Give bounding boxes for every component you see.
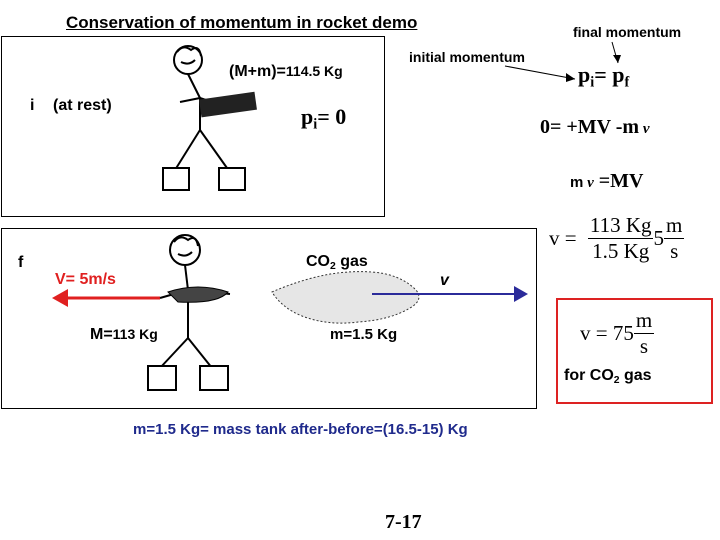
momentum-balance: 0= +MV -m v <box>540 116 650 138</box>
rocket-velocity-arrowhead <box>52 289 68 307</box>
state-f-label: f <box>18 254 24 271</box>
velocity-equation: v = 113 Kg 1.5 Kg 5 m s <box>549 213 685 263</box>
page-number: 7-17 <box>385 511 422 533</box>
mv-equals-MV: m v =MV <box>570 170 644 192</box>
final-momentum-label: final momentum <box>573 24 682 40</box>
gas-velocity-arrowhead <box>514 286 528 302</box>
co2-gas-label: CO2 gas <box>306 253 368 273</box>
co2-cloud <box>271 271 420 324</box>
final-state-graphics <box>52 234 528 391</box>
at-rest-label: (at rest) <box>53 97 112 114</box>
for-co2-gas-label: for CO2 gas <box>564 367 652 387</box>
small-v-label: v <box>440 272 449 289</box>
pointer-line-final <box>611 41 619 64</box>
result-box <box>556 298 713 404</box>
V-label: V= 5m/s <box>55 271 116 288</box>
state-i-label: i <box>30 97 35 114</box>
result-equation: v = 75 m s <box>580 308 655 358</box>
m-label: m=1.5 Kg <box>330 326 398 343</box>
final-state-box <box>1 228 537 409</box>
pi-zero: pi= 0 <box>301 104 347 133</box>
total-mass-label: (M+m)=114.5 Kg <box>229 63 343 80</box>
pointer-head-initial <box>566 73 575 82</box>
pointer-line-initial <box>504 65 576 80</box>
stick-figure-initial <box>162 45 257 191</box>
pi-equals-pf: pi= pf <box>578 62 630 91</box>
page-title: Conservation of momentum in rocket demo <box>66 13 418 32</box>
initial-state-box <box>1 36 385 217</box>
rocket-tank <box>167 286 229 303</box>
mass-footnote: m=1.5 Kg= mass tank after-before=(16.5-1… <box>133 421 468 438</box>
M-label: M=113 Kg <box>90 326 158 343</box>
initial-momentum-label: initial momentum <box>409 49 525 65</box>
